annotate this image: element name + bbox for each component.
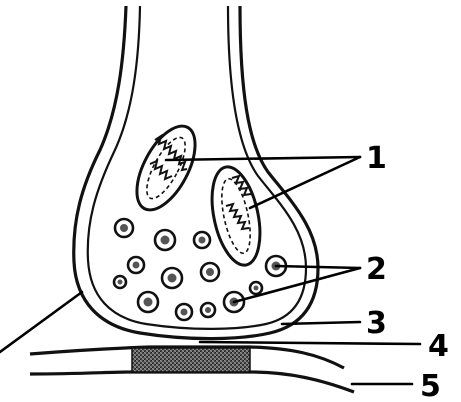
label-1: 1 bbox=[366, 141, 387, 176]
mitochondrion-2 bbox=[204, 163, 268, 270]
postsynaptic-membrane bbox=[30, 347, 354, 392]
label-5: 5 bbox=[420, 369, 441, 402]
label-4: 4 bbox=[428, 329, 449, 364]
receptor-region bbox=[132, 348, 250, 372]
mitochondrion-1 bbox=[125, 117, 207, 219]
label-2: 2 bbox=[366, 252, 387, 287]
label-3: 3 bbox=[366, 306, 387, 341]
